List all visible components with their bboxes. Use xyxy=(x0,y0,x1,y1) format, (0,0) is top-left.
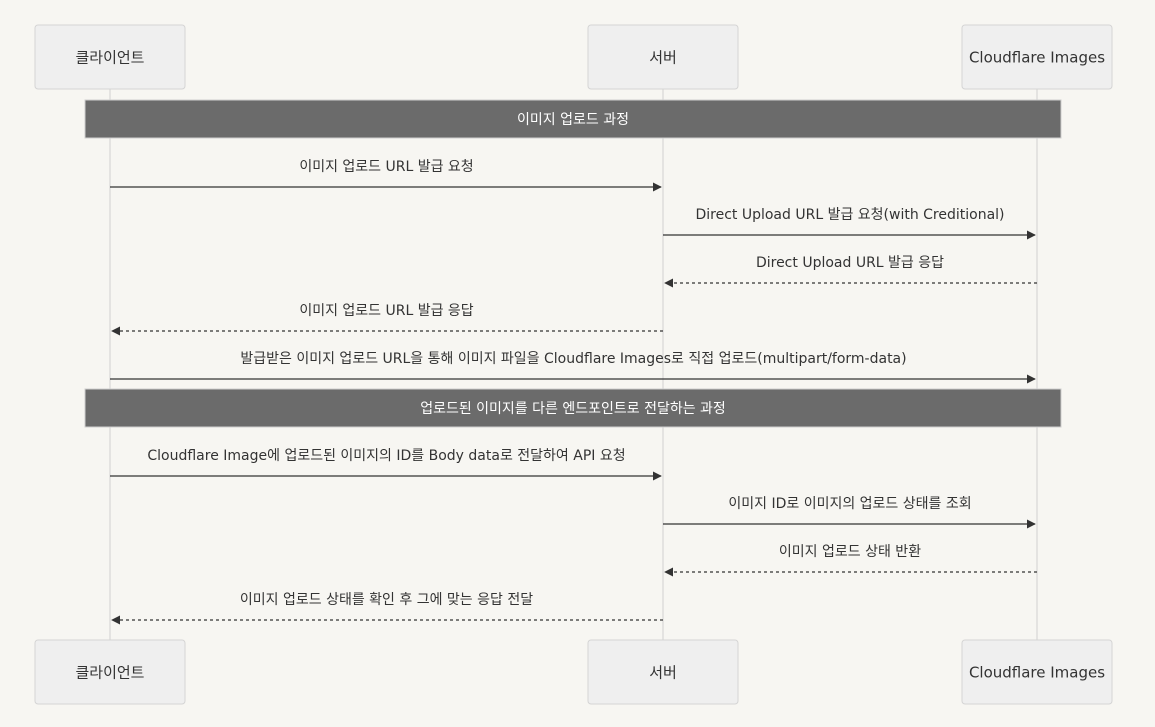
message-3: Direct Upload URL 발급 응답 xyxy=(664,255,1037,288)
message-7: 이미지 ID로 이미지의 업로드 상태를 조회 xyxy=(663,496,1036,529)
message-label: 이미지 업로드 URL 발급 응답 xyxy=(299,303,473,319)
actor-box xyxy=(961,639,1113,705)
actor-server-bottom: 서버 xyxy=(587,639,739,705)
actor-client-bottom: 클라이언트 xyxy=(34,639,186,705)
message-5: 발급받은 이미지 업로드 URL을 통해 이미지 파일을 Cloudflare … xyxy=(110,351,1036,384)
section-box xyxy=(84,99,1062,139)
message-label: Direct Upload URL 발급 요청(with Creditional… xyxy=(695,207,1004,223)
actor-box xyxy=(587,24,739,90)
messages: 이미지 업로드 URL 발급 요청 Direct Upload URL 발급 요청… xyxy=(110,159,1037,625)
lifelines xyxy=(109,89,1038,640)
actor-client-top: 클라이언트 xyxy=(34,24,186,90)
message-9: 이미지 업로드 상태를 확인 후 그에 맞는 응답 전달 xyxy=(111,592,663,625)
message-label: 이미지 업로드 상태 반환 xyxy=(779,544,921,560)
actor-box xyxy=(961,24,1113,90)
actor-label: 클라이언트 xyxy=(75,49,144,67)
section-box xyxy=(84,388,1062,428)
message-label: 발급받은 이미지 업로드 URL을 통해 이미지 파일을 Cloudflare … xyxy=(240,351,906,367)
message-label: 이미지 ID로 이미지의 업로드 상태를 조회 xyxy=(728,496,971,512)
actor-box xyxy=(34,639,186,705)
message-2: Direct Upload URL 발급 요청(with Creditional… xyxy=(663,207,1036,240)
message-4: 이미지 업로드 URL 발급 응답 xyxy=(111,303,663,336)
actor-box xyxy=(34,24,186,90)
actor-label: 서버 xyxy=(649,49,677,67)
section-banner-2: 업로드된 이미지를 다른 엔드포인트로 전달하는 과정 xyxy=(84,388,1062,428)
message-label: Direct Upload URL 발급 응답 xyxy=(756,255,944,271)
actor-cf-top: Cloudflare Images xyxy=(961,24,1113,90)
actor-cf-bottom: Cloudflare Images xyxy=(961,639,1113,705)
section-label: 이미지 업로드 과정 xyxy=(517,112,629,128)
actor-box xyxy=(587,639,739,705)
message-1: 이미지 업로드 URL 발급 요청 xyxy=(110,159,662,192)
section-banner-1: 이미지 업로드 과정 xyxy=(84,99,1062,139)
section-label: 업로드된 이미지를 다른 엔드포인트로 전달하는 과정 xyxy=(420,401,726,417)
actor-label: 클라이언트 xyxy=(75,664,144,682)
actor-label: 서버 xyxy=(649,664,677,682)
message-6: Cloudflare Image에 업로드된 이미지의 ID를 Body dat… xyxy=(110,448,662,481)
message-8: 이미지 업로드 상태 반환 xyxy=(664,544,1037,577)
message-label: 이미지 업로드 상태를 확인 후 그에 맞는 응답 전달 xyxy=(240,592,533,608)
actor-server-top: 서버 xyxy=(587,24,739,90)
message-label: 이미지 업로드 URL 발급 요청 xyxy=(299,159,473,175)
actor-label: Cloudflare Images xyxy=(969,664,1105,682)
message-label: Cloudflare Image에 업로드된 이미지의 ID를 Body dat… xyxy=(147,448,625,464)
actor-label: Cloudflare Images xyxy=(969,49,1105,67)
